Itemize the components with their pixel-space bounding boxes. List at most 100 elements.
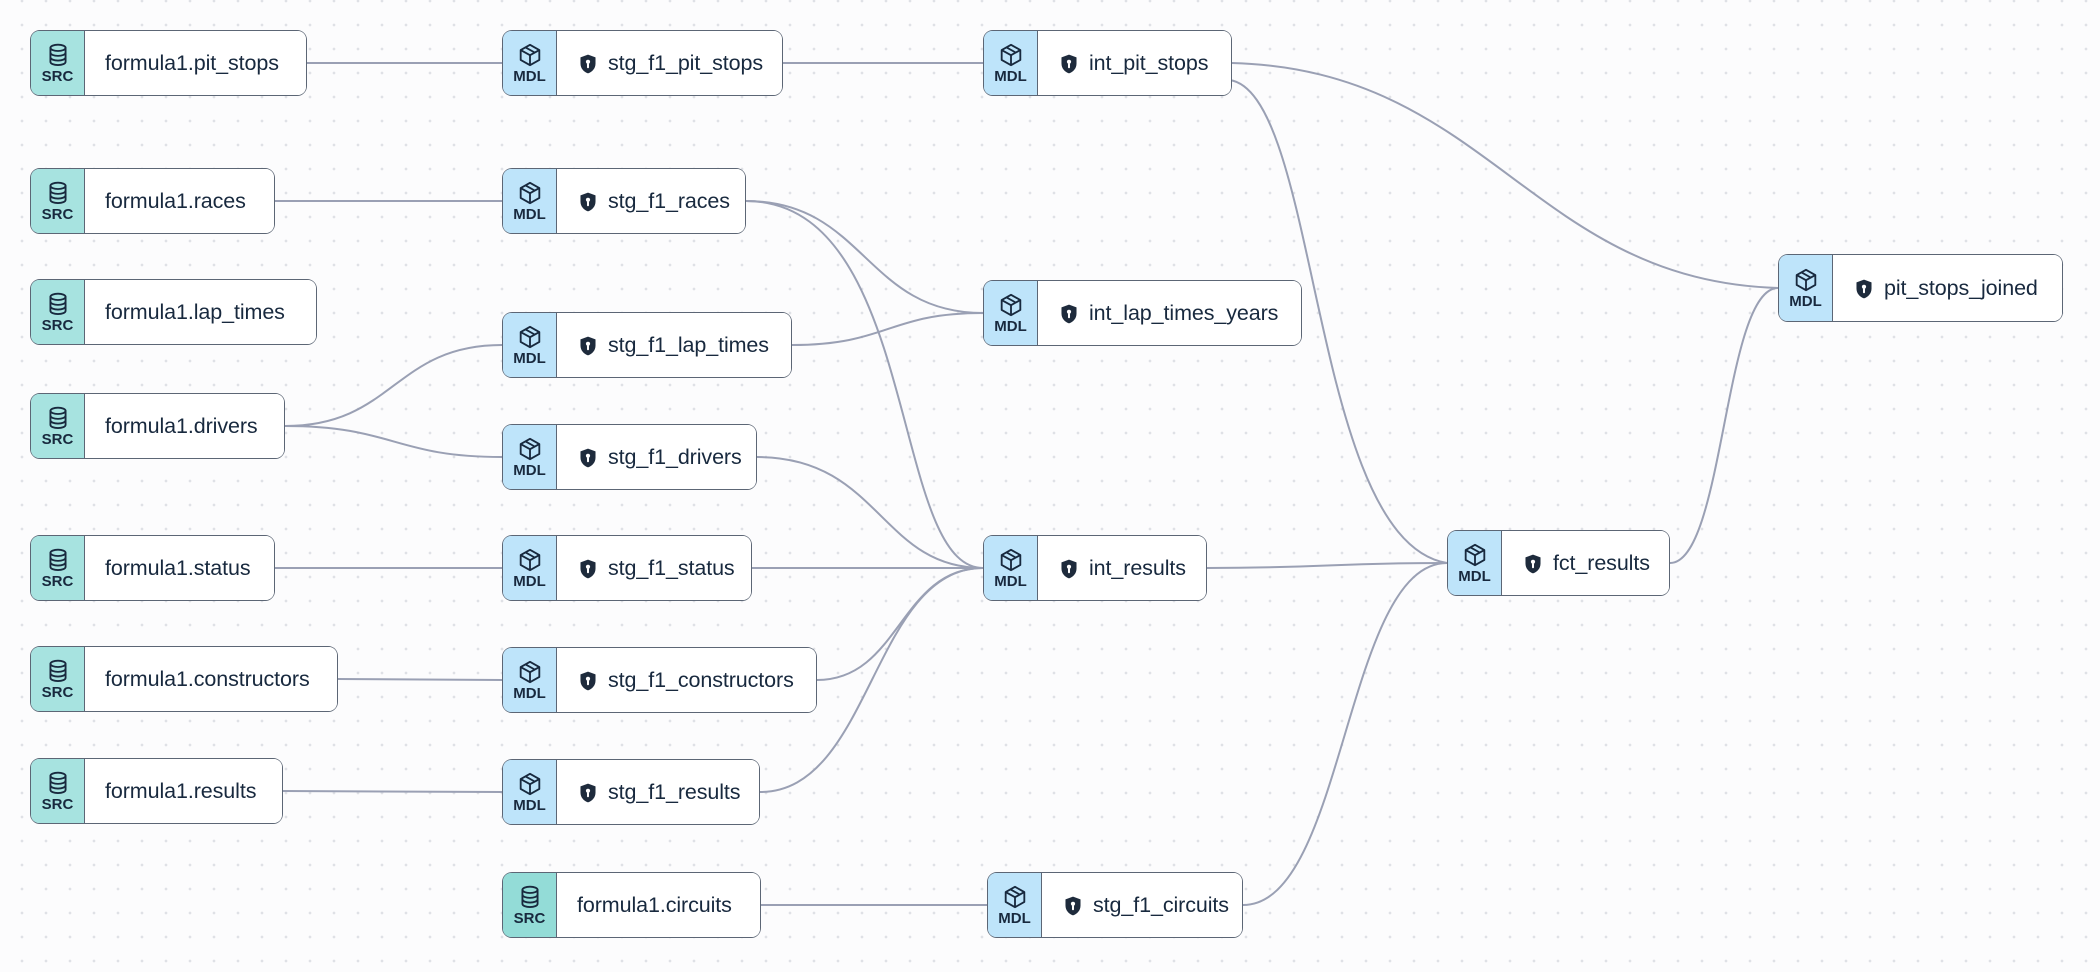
node-body: formula1.drivers: [85, 394, 284, 458]
database-icon: [45, 180, 71, 206]
node-label: formula1.circuits: [577, 892, 732, 917]
node-body: stg_f1_drivers: [557, 425, 756, 489]
model-badge: MDL: [1779, 255, 1833, 321]
node-fct_results[interactable]: MDL fct_results: [1447, 530, 1670, 596]
node-body: stg_f1_constructors: [557, 648, 816, 712]
edge-int_results-fct_results: [1206, 562, 1448, 569]
edge-fct_results-pit_stops_joined: [1669, 287, 1779, 564]
model-badge: MDL: [503, 536, 557, 600]
node-body: formula1.constructors: [85, 647, 337, 711]
model-badge: MDL: [1448, 531, 1502, 595]
badge-label: MDL: [513, 573, 546, 590]
node-body: formula1.status: [85, 536, 274, 600]
shield-icon: [577, 191, 599, 213]
edge-formula1.constructors-stg_f1_constructors: [337, 678, 503, 681]
node-body: fct_results: [1502, 531, 1669, 595]
node-formula1-results[interactable]: SRC formula1.results: [30, 758, 283, 824]
source-badge: SRC: [31, 759, 85, 823]
cube-icon: [517, 324, 543, 350]
badge-label: MDL: [994, 573, 1027, 590]
node-body: formula1.lap_times: [85, 280, 316, 344]
node-body: int_results: [1038, 536, 1206, 600]
node-formula1-status[interactable]: SRC formula1.status: [30, 535, 275, 601]
badge-label: MDL: [513, 462, 546, 479]
node-label: stg_f1_pit_stops: [608, 50, 763, 75]
node-formula1-pit_stops[interactable]: SRC formula1.pit_stops: [30, 30, 307, 96]
node-formula1-lap_times[interactable]: SRC formula1.lap_times: [30, 279, 317, 345]
node-stg_f1_races[interactable]: MDL stg_f1_races: [502, 168, 746, 234]
node-label: stg_f1_status: [608, 555, 735, 580]
node-label: formula1.drivers: [105, 413, 258, 438]
node-label: stg_f1_races: [608, 188, 730, 213]
cube-icon: [998, 42, 1024, 68]
node-body: stg_f1_results: [557, 760, 759, 824]
badge-label: MDL: [513, 68, 546, 85]
source-badge: SRC: [31, 647, 85, 711]
database-icon: [45, 770, 71, 796]
cube-icon: [1793, 267, 1819, 293]
badge-label: SRC: [41, 573, 74, 590]
model-badge: MDL: [503, 169, 557, 233]
node-body: formula1.pit_stops: [85, 31, 306, 95]
node-stg_f1_constructors[interactable]: MDL stg_f1_constructors: [502, 647, 817, 713]
node-int_pit_stops[interactable]: MDL int_pit_stops: [983, 30, 1232, 96]
source-badge: SRC: [31, 394, 85, 458]
node-formula1-circuits[interactable]: SRC formula1.circuits: [502, 872, 761, 938]
node-label: formula1.results: [105, 778, 257, 803]
node-body: stg_f1_lap_times: [557, 313, 791, 377]
badge-label: MDL: [513, 206, 546, 223]
node-label: formula1.status: [105, 555, 251, 580]
node-body: formula1.circuits: [557, 873, 760, 937]
shield-icon: [1522, 553, 1544, 575]
database-icon: [45, 405, 71, 431]
node-body: stg_f1_status: [557, 536, 751, 600]
node-stg_f1_drivers[interactable]: MDL stg_f1_drivers: [502, 424, 757, 490]
node-pit_stops_joined[interactable]: MDL pit_stops_joined: [1778, 254, 2063, 322]
badge-label: SRC: [41, 431, 74, 448]
node-stg_f1_pit_stops[interactable]: MDL stg_f1_pit_stops: [502, 30, 783, 96]
badge-label: MDL: [994, 68, 1027, 85]
source-badge: SRC: [31, 280, 85, 344]
node-formula1-drivers[interactable]: SRC formula1.drivers: [30, 393, 285, 459]
edge-int_pit_stops-pit_stops_joined: [1231, 62, 1779, 289]
node-stg_f1_circuits[interactable]: MDL stg_f1_circuits: [987, 872, 1243, 938]
node-formula1-races[interactable]: SRC formula1.races: [30, 168, 275, 234]
node-label: int_pit_stops: [1089, 50, 1209, 75]
badge-label: MDL: [1458, 568, 1491, 585]
badge-label: SRC: [41, 684, 74, 701]
shield-icon: [577, 782, 599, 804]
model-badge: MDL: [984, 536, 1038, 600]
model-badge: MDL: [984, 281, 1038, 345]
node-stg_f1_status[interactable]: MDL stg_f1_status: [502, 535, 752, 601]
badge-label: SRC: [41, 68, 74, 85]
node-stg_f1_results[interactable]: MDL stg_f1_results: [502, 759, 760, 825]
model-badge: MDL: [503, 425, 557, 489]
shield-icon: [1058, 303, 1080, 325]
badge-label: MDL: [513, 797, 546, 814]
model-badge: MDL: [503, 31, 557, 95]
cube-icon: [517, 771, 543, 797]
cube-icon: [1002, 884, 1028, 910]
cube-icon: [517, 547, 543, 573]
node-label: fct_results: [1553, 550, 1650, 575]
node-int_results[interactable]: MDL int_results: [983, 535, 1207, 601]
edge-stg_f1_constructors-int_results: [816, 567, 984, 681]
node-label: stg_f1_drivers: [608, 444, 742, 469]
node-label: stg_f1_lap_times: [608, 332, 769, 357]
node-int_lap_times_years[interactable]: MDL int_lap_times_years: [983, 280, 1302, 346]
node-formula1-constructors[interactable]: SRC formula1.constructors: [30, 646, 338, 712]
node-label: formula1.constructors: [105, 666, 310, 691]
database-icon: [517, 884, 543, 910]
source-badge: SRC: [31, 536, 85, 600]
edge-stg_f1_races-int_results: [745, 200, 984, 569]
node-label: int_results: [1089, 555, 1186, 580]
badge-label: SRC: [41, 317, 74, 334]
model-badge: MDL: [503, 760, 557, 824]
database-icon: [45, 291, 71, 317]
node-body: int_lap_times_years: [1038, 281, 1301, 345]
edge-stg_f1_drivers-int_results: [756, 456, 984, 569]
badge-label: SRC: [41, 796, 74, 813]
badge-label: SRC: [513, 910, 546, 927]
node-stg_f1_lap_times[interactable]: MDL stg_f1_lap_times: [502, 312, 792, 378]
